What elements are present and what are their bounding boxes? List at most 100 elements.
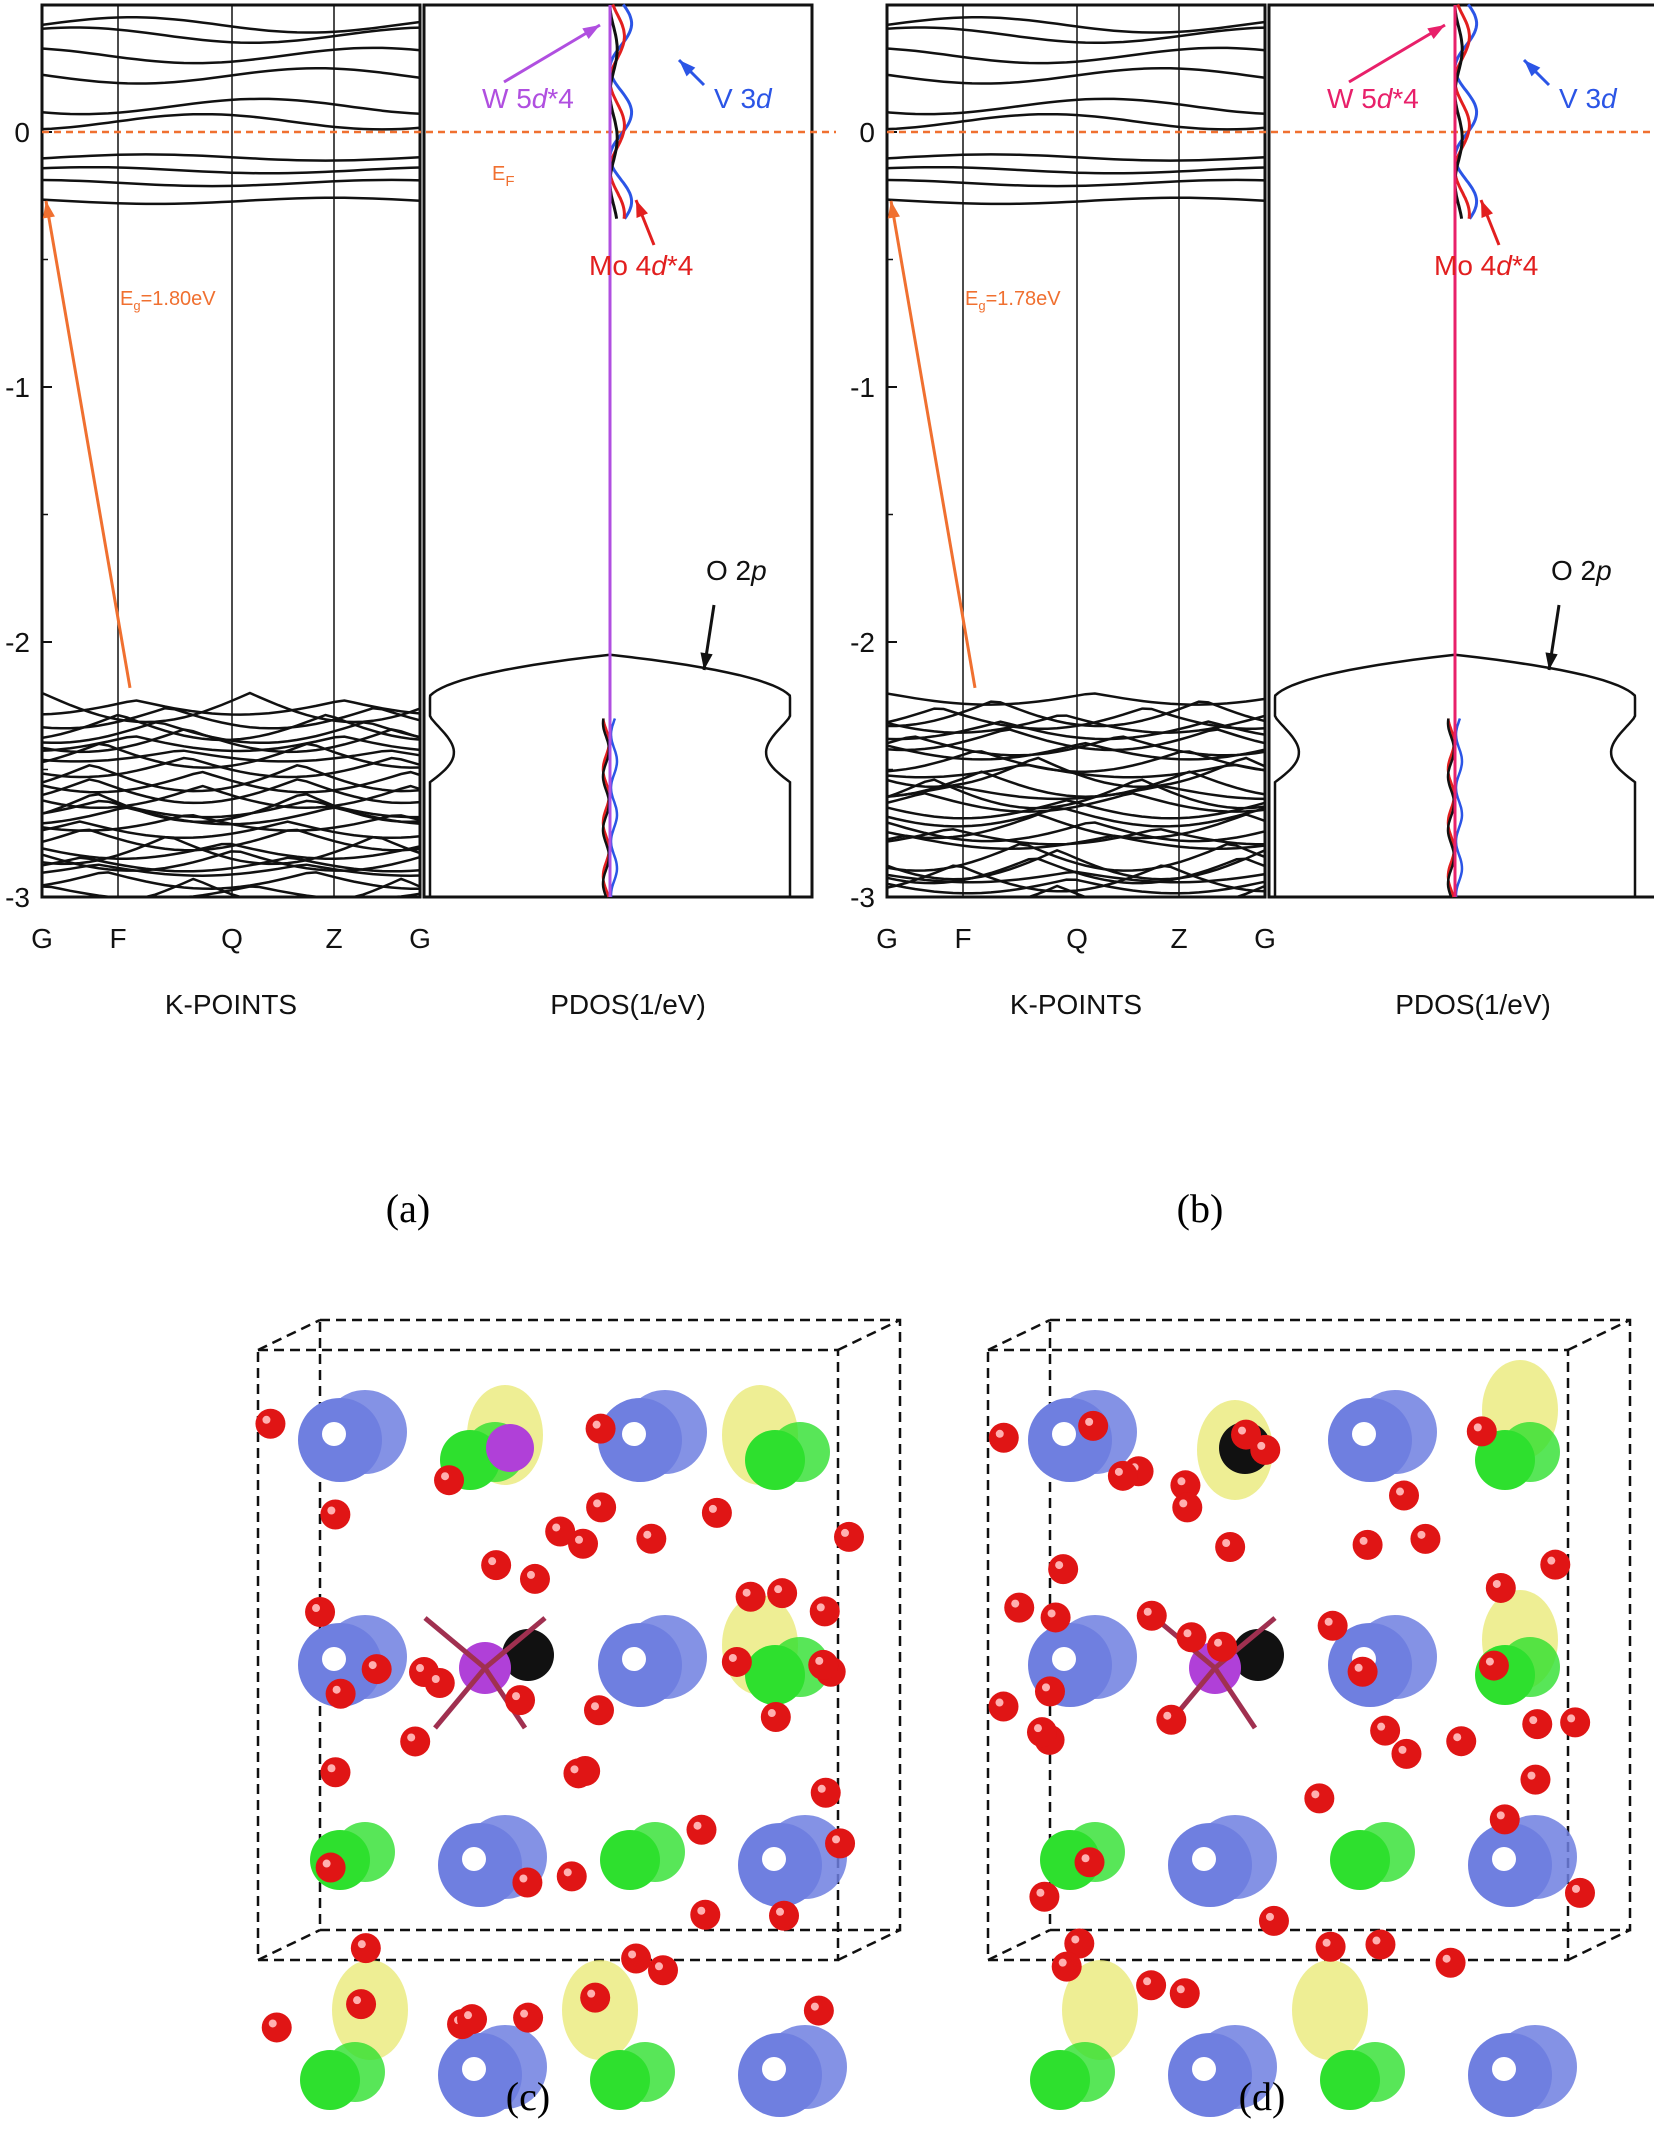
atom-O [1040,1602,1071,1633]
atom-highlight [1377,1722,1386,1731]
atom-highlight [708,1504,717,1513]
atom-highlight [322,1859,331,1868]
atom-highlight [816,1603,825,1612]
conduction-band [886,165,1266,175]
atom-highlight [1547,1556,1556,1565]
valence-band [41,742,421,769]
atom-highlight [488,1557,497,1566]
atom-O [1169,1978,1200,2009]
arrow-head [1545,652,1558,670]
atom-O [400,1726,431,1757]
atom-highlight [368,1661,377,1670]
label-Mo-4d: Mo 4d*4 [1434,250,1538,281]
y-tick-label: 0 [14,117,30,148]
band-gap-arrow [889,200,977,689]
atom-O [988,1691,1019,1722]
atom-highlight [1047,1609,1056,1618]
atom-O [810,1777,841,1808]
valence-band [41,756,421,779]
valence-band [41,871,420,890]
atom-O [1004,1592,1035,1623]
atom-highlight [628,1950,637,1959]
atom-highlight [622,1647,646,1671]
atom-O [1107,1460,1138,1491]
atom-highlight [1265,1912,1274,1921]
valence-band [41,691,421,724]
atom-highlight [841,1528,850,1537]
atom-highlight [1352,1422,1376,1446]
atom-highlight [622,1422,646,1446]
atom-O [320,1499,351,1530]
atom-O [808,1649,839,1680]
valence-band [886,848,1266,881]
atom-O [1520,1764,1551,1795]
atom-highlight [462,2057,486,2081]
atom-O [1215,1531,1246,1562]
cell-front [986,1348,1570,1962]
valence-band [41,707,421,730]
atom-O [834,1521,865,1552]
arrow-head [582,25,600,39]
valence-band [41,799,420,819]
atom-O [556,1861,587,1892]
valence-band [41,778,421,805]
atom-highlight [1192,2057,1216,2081]
atom-green [1330,1830,1390,1890]
valence-band [41,721,421,745]
pdos-O-2p-curve [428,653,612,897]
x-axis-label-band: K-POINTS [1010,989,1142,1020]
atom-highlight [1071,1935,1080,1944]
atom-highlight [654,1962,663,1971]
atom-O [563,1758,594,1789]
valence-band [886,784,1266,801]
atom-O [315,1852,346,1883]
x-axis-label-pdos: PDOS(1/eV) [550,989,706,1020]
conduction-band [886,178,1266,188]
atom-O [583,1695,614,1726]
atom-O [1304,1783,1335,1814]
atom-O [1064,1928,1095,1959]
atom-O [545,1516,576,1547]
atom-highlight [1322,1938,1331,1947]
valence-band [41,735,421,753]
bond [423,1616,487,1670]
atom-highlight [767,1709,776,1718]
atom-highlight [1417,1530,1426,1539]
arrow-head [1427,25,1445,39]
atom-highlight [1442,1954,1451,1963]
conduction-band [886,112,1266,131]
kpoint-label: G [1254,923,1276,954]
atom-highlight [742,1588,751,1597]
arrow-W-5d [1348,23,1446,84]
cell-edge [987,1318,1051,1352]
panel-d-structure [986,1318,1632,2117]
atom-O [735,1581,766,1612]
label-O-2p: O 2p [1551,555,1612,586]
atom-highlight [815,1656,824,1665]
label-O-2p: O 2p [706,555,767,586]
atom-highlight [416,1664,425,1673]
atom-O [305,1597,336,1628]
atom-highlight [1214,1638,1223,1647]
atom-highlight [1257,1441,1266,1450]
atom-green [300,2050,360,2110]
valence-band [886,692,1266,706]
atom-highlight [262,1415,271,1424]
atom-O [255,1408,286,1439]
isosurface [1292,1960,1368,2060]
atom-O [1051,1951,1082,1982]
cell-back [1048,1318,1632,1932]
fermi-label: EF [492,163,515,190]
cell-edge [1567,1318,1631,1352]
atom-highlight [1571,1884,1580,1893]
atom-highlight [1143,1607,1152,1616]
valence-band [41,828,421,852]
band-frame [40,3,422,899]
conduction-band [886,153,1266,162]
conduction-band [41,46,421,65]
caption-c: (c) [506,2074,550,2119]
atom-highlight [322,1422,346,1446]
conduction-band [41,97,421,116]
atom-highlight [697,1906,706,1915]
valence-band [41,814,421,832]
